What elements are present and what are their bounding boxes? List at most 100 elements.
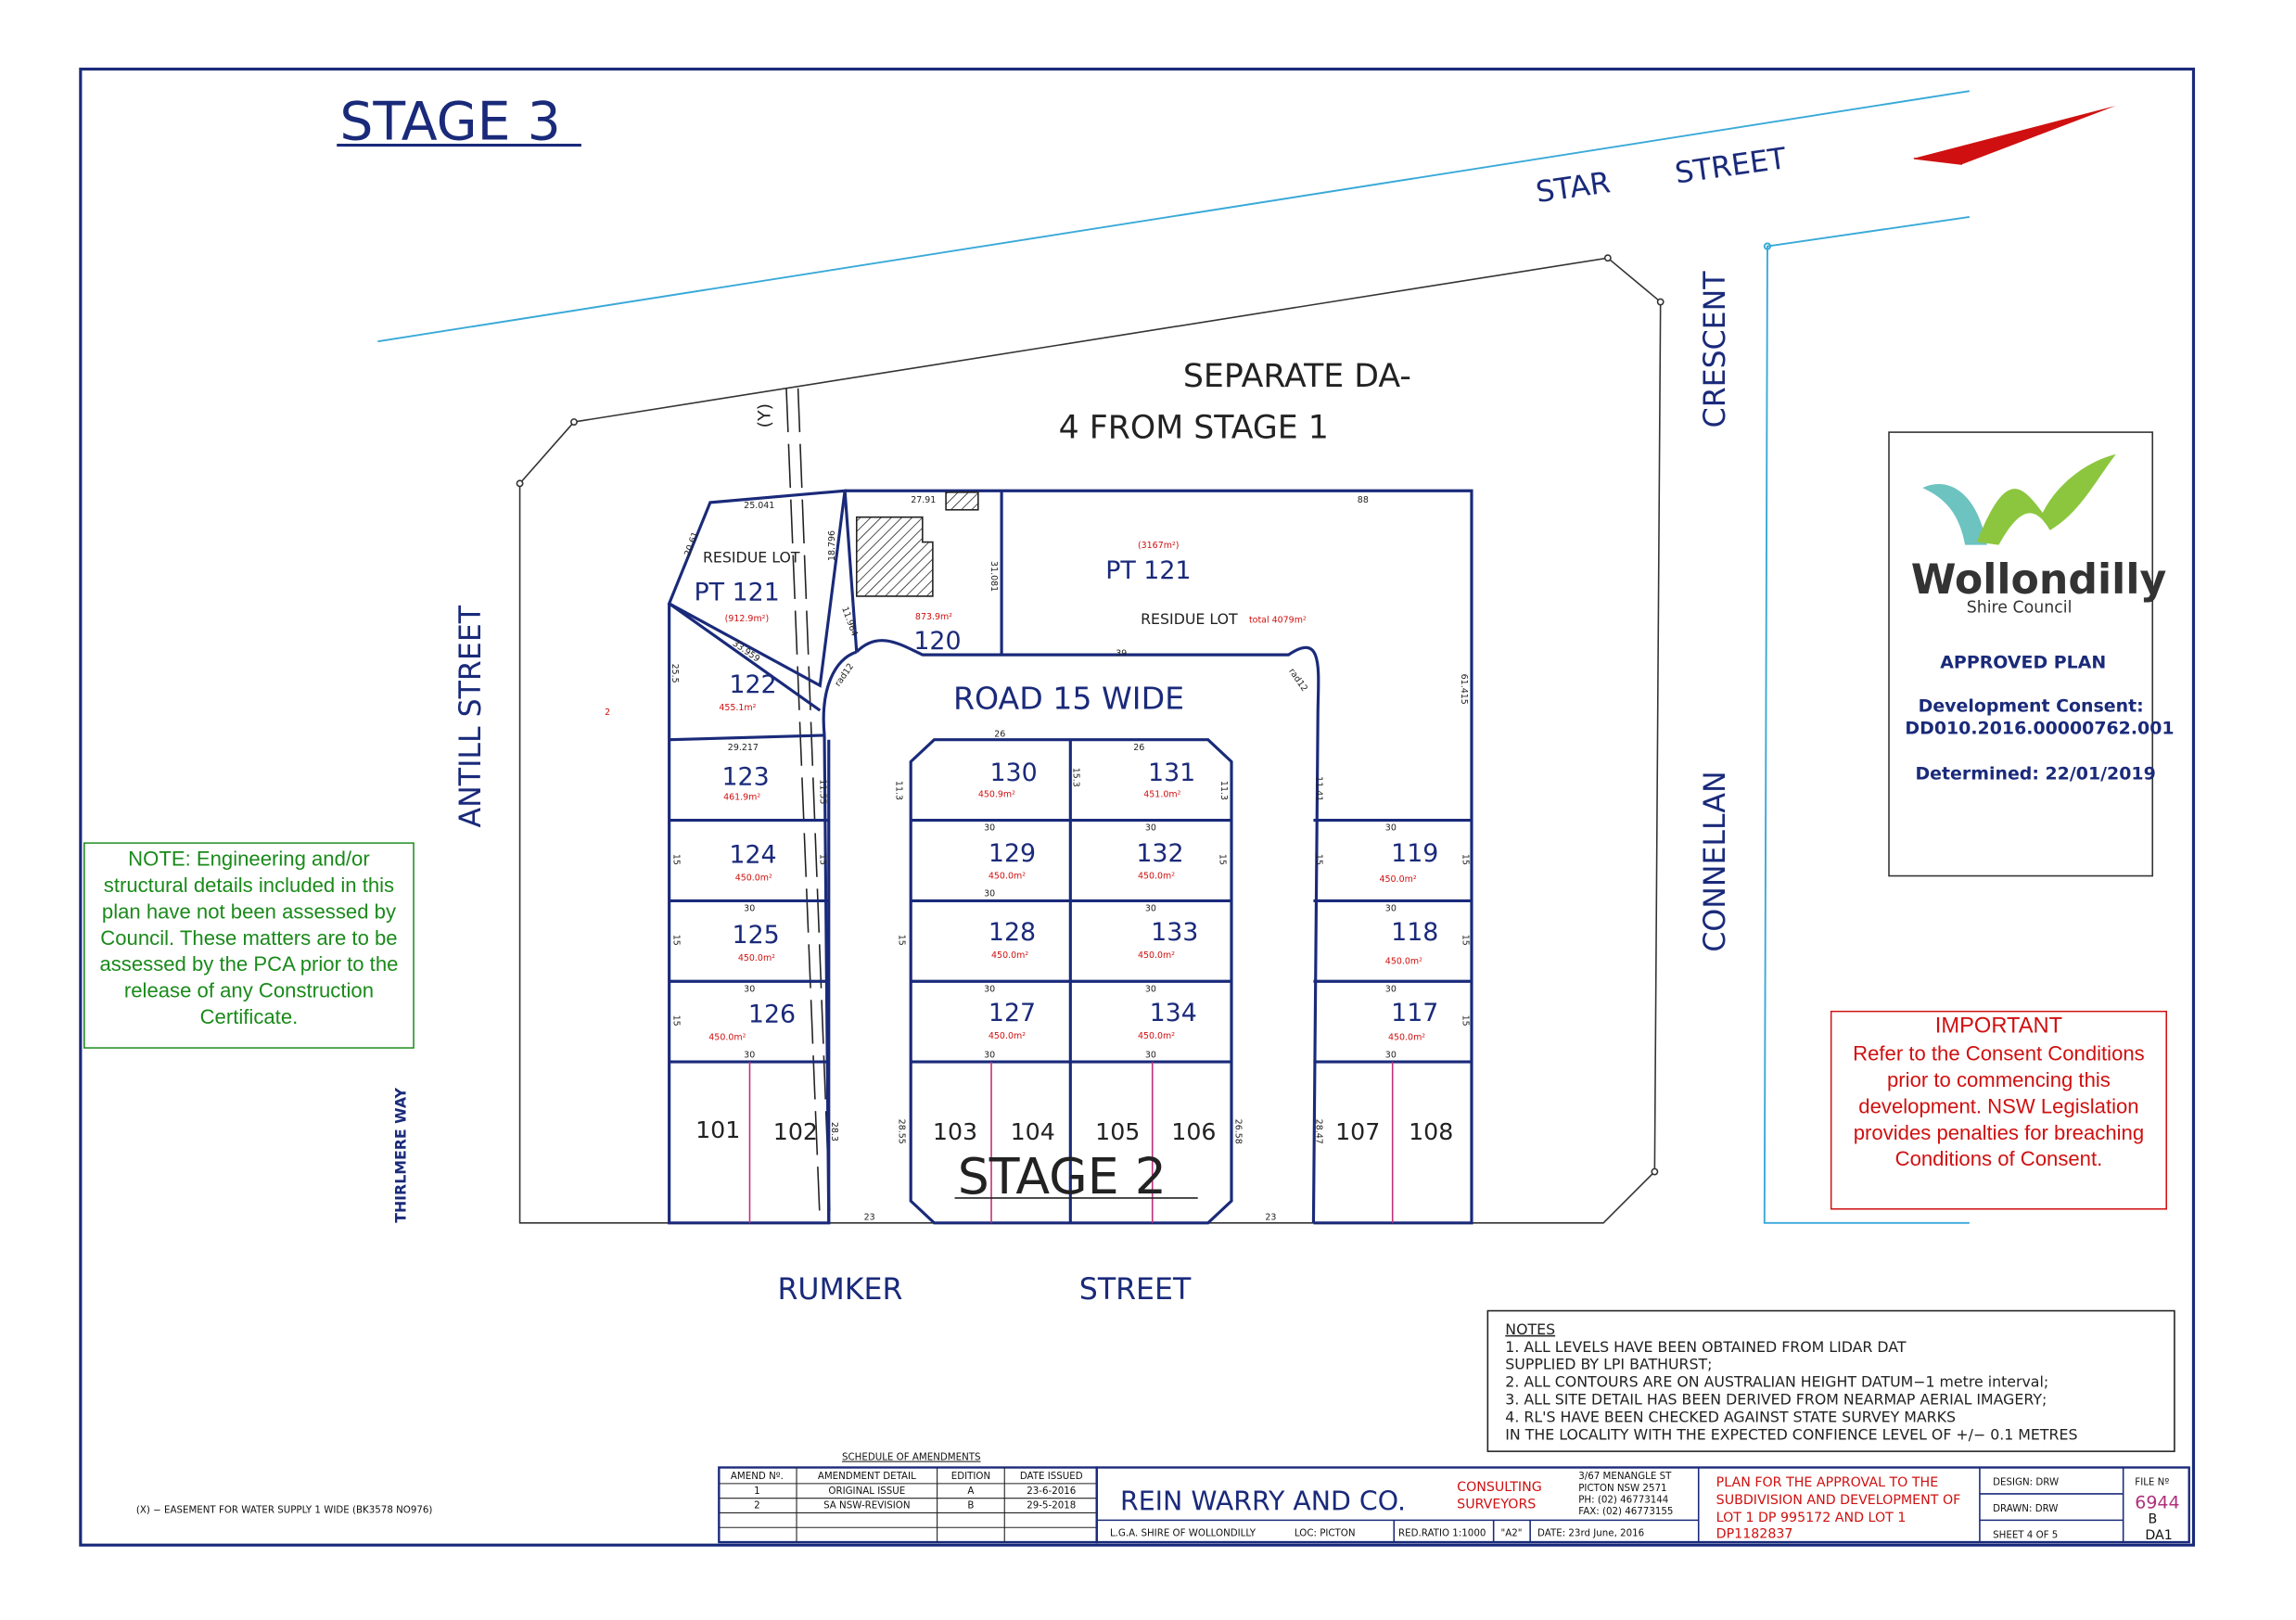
easement-tag: (Y): [755, 403, 775, 427]
svg-text:18.796: 18.796: [827, 530, 837, 561]
svg-text:30: 30: [984, 889, 995, 899]
svg-text:124: 124: [729, 840, 776, 869]
svg-text:451.0m²: 451.0m²: [1143, 789, 1180, 799]
svg-text:Determined: 22/01/2019: Determined: 22/01/2019: [1915, 763, 2155, 784]
svg-text:15: 15: [670, 935, 681, 946]
easement-note: (X) − EASEMENT FOR WATER SUPPLY 1 WIDE (…: [136, 1504, 433, 1515]
important-box: IMPORTANT Refer to the Consent Condition…: [1830, 1010, 2168, 1210]
street-rumker: RUMKER: [777, 1273, 902, 1307]
svg-text:461.9m²: 461.9m²: [723, 792, 760, 802]
residue-lot-left: RESIDUE LOT: [703, 549, 800, 567]
svg-text:30: 30: [984, 823, 995, 834]
svg-text:30: 30: [1145, 984, 1156, 994]
svg-text:PLAN FOR THE APPROVAL TO THE: PLAN FOR THE APPROVAL TO THE: [1716, 1475, 1939, 1490]
svg-text:AMEND Nº.: AMEND Nº.: [731, 1471, 784, 1482]
svg-text:30: 30: [1385, 903, 1397, 913]
svg-text:SUPPLIED BY LPI BATHURST;: SUPPLIED BY LPI BATHURST;: [1505, 1356, 1712, 1373]
street-thirlmere: THIRLMERE WAY: [391, 1087, 409, 1222]
existing-building: [855, 491, 979, 597]
svg-text:11.964: 11.964: [839, 606, 860, 638]
svg-text:30: 30: [744, 1050, 755, 1060]
svg-text:SCHEDULE OF AMENDMENTS: SCHEDULE OF AMENDMENTS: [842, 1452, 981, 1463]
svg-text:23-6-2016: 23-6-2016: [1027, 1486, 1076, 1497]
svg-text:11.41: 11.41: [1314, 776, 1324, 801]
svg-text:Wollondilly: Wollondilly: [1911, 556, 2167, 604]
title-block: REIN WARRY AND CO. CONSULTING SURVEYORS …: [1095, 1466, 2190, 1544]
svg-text:DATE ISSUED: DATE ISSUED: [1020, 1471, 1083, 1482]
svg-text:30: 30: [984, 984, 995, 994]
svg-text:DRAWN: DRW: DRAWN: DRW: [1993, 1503, 2058, 1514]
svg-text:26.58: 26.58: [1233, 1119, 1244, 1144]
svg-text:2. ALL CONTOURS ARE ON AUSTRAL: 2. ALL CONTOURS ARE ON AUSTRALIAN HEIGHT…: [1505, 1373, 2048, 1391]
svg-text:30: 30: [744, 984, 755, 994]
svg-text:450.9m²: 450.9m²: [978, 789, 1015, 799]
svg-text:FAX: (02) 46773155: FAX: (02) 46773155: [1578, 1506, 1673, 1517]
svg-text:28.3: 28.3: [829, 1122, 839, 1142]
pt121-left-area: (912.9m²): [725, 614, 770, 624]
svg-text:15: 15: [817, 854, 827, 865]
svg-text:450.0m²: 450.0m²: [989, 872, 1026, 882]
svg-text:A: A: [967, 1486, 974, 1497]
svg-text:450.0m²: 450.0m²: [991, 950, 1028, 961]
easement-lines: [785, 388, 832, 1223]
svg-text:39: 39: [1116, 649, 1127, 659]
svg-text:11.3: 11.3: [1218, 781, 1229, 800]
road-reserves: [377, 90, 1971, 1224]
svg-text:B: B: [967, 1500, 974, 1512]
svg-text:15: 15: [1461, 935, 1471, 946]
svg-text:127: 127: [989, 999, 1036, 1027]
svg-text:455.1m²: 455.1m²: [719, 703, 756, 713]
sheet-border: [79, 67, 2196, 1547]
street-antill: ANTILL STREET: [454, 605, 488, 827]
svg-text:11.55: 11.55: [817, 779, 827, 804]
svg-text:450.0m²: 450.0m²: [735, 873, 772, 883]
svg-text:Development Consent:: Development Consent:: [1919, 696, 2144, 717]
svg-text:SURVEYORS: SURVEYORS: [1457, 1498, 1536, 1512]
svg-text:SHEET 4 OF 5: SHEET 4 OF 5: [1993, 1529, 2058, 1540]
svg-text:15: 15: [1461, 854, 1471, 865]
svg-text:30: 30: [1145, 903, 1156, 913]
svg-text:30: 30: [1385, 1050, 1397, 1060]
notes-box: NOTES 1. ALL LEVELS HAVE BEEN OBTAINED F…: [1486, 1309, 2175, 1452]
svg-text:CONSULTING: CONSULTING: [1457, 1480, 1542, 1495]
svg-text:ORIGINAL ISSUE: ORIGINAL ISSUE: [828, 1486, 905, 1497]
svg-text:30: 30: [744, 903, 755, 913]
svg-text:B: B: [2149, 1512, 2158, 1527]
svg-text:6944: 6944: [2135, 1493, 2179, 1513]
svg-text:119: 119: [1391, 839, 1438, 868]
pt121-right: PT 121: [1105, 556, 1191, 585]
stage-2-label: STAGE 2: [958, 1147, 1167, 1205]
svg-text:EDITION: EDITION: [951, 1471, 990, 1482]
svg-text:128: 128: [989, 918, 1036, 947]
stage-3-title: STAGE 3: [339, 91, 560, 152]
separate-da-line2: 4 FROM STAGE 1: [1059, 409, 1329, 446]
svg-text:105: 105: [1095, 1118, 1140, 1145]
svg-text:103: 103: [933, 1118, 977, 1145]
svg-text:DA1: DA1: [2145, 1528, 2172, 1543]
svg-text:108: 108: [1409, 1118, 1453, 1145]
important-body: Refer to the Consent Conditions prior to…: [1853, 1040, 2145, 1170]
street-connellan: CONNELLAN: [1699, 771, 1732, 951]
svg-text:23: 23: [1265, 1213, 1276, 1223]
svg-text:15: 15: [1314, 854, 1324, 865]
wollondilly-logo-icon: [1922, 453, 2116, 545]
svg-text:15: 15: [670, 854, 681, 865]
svg-text:122: 122: [729, 670, 776, 699]
svg-text:450.0m²: 450.0m²: [738, 953, 775, 963]
svg-text:SUBDIVISION AND DEVELOPMENT OF: SUBDIVISION AND DEVELOPMENT OF: [1716, 1493, 1961, 1508]
svg-text:134: 134: [1150, 999, 1197, 1027]
svg-text:RED.RATIO 1:1000: RED.RATIO 1:1000: [1398, 1528, 1486, 1539]
svg-text:450.0m²: 450.0m²: [1138, 1031, 1175, 1041]
important-title: IMPORTANT: [1934, 1013, 2063, 1039]
residue-lot-right: RESIDUE LOT: [1141, 610, 1238, 628]
svg-text:31.081: 31.081: [989, 561, 999, 592]
svg-text:28.55: 28.55: [897, 1119, 907, 1144]
svg-text:25.5: 25.5: [670, 664, 680, 683]
svg-text:rad12: rad12: [1286, 667, 1309, 694]
council-note-box: NOTE: Engineering and/or structural deta…: [83, 842, 415, 1049]
svg-text:IN THE LOCALITY WITH THE EXPEC: IN THE LOCALITY WITH THE EXPECTED CONFIE…: [1505, 1426, 2077, 1444]
svg-text:27.91: 27.91: [911, 495, 936, 505]
svg-text:Shire Council: Shire Council: [1967, 598, 2073, 617]
